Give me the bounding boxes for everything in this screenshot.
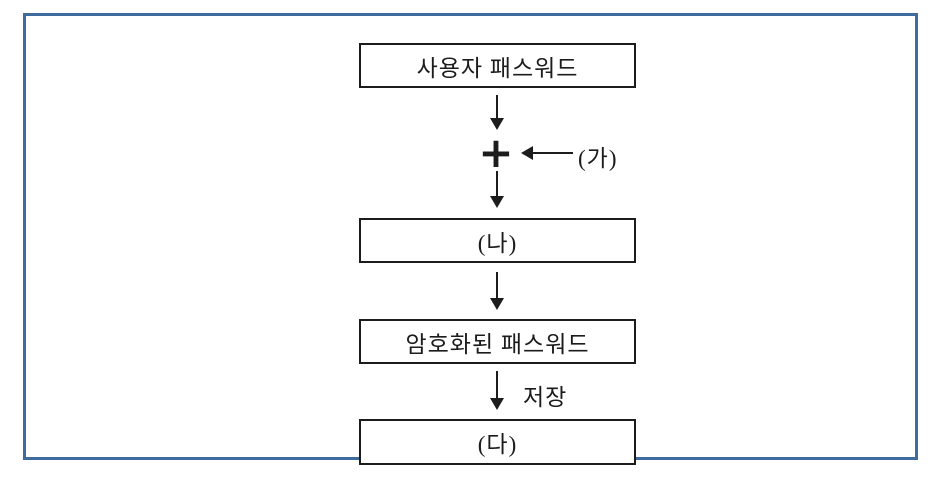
flow-box-na: (나) <box>359 218 636 263</box>
arrow-down-icon <box>489 371 505 410</box>
save-arrow-label: 저장 <box>523 385 568 410</box>
diagram-frame: 사용자 패스워드 + (가) (나) 암호화된 패스워드 저장 (다) <box>23 13 918 465</box>
plus-icon: + <box>478 128 514 177</box>
arrow-down-icon <box>489 171 505 208</box>
flow-box-encrypted-password: 암호화된 패스워드 <box>359 319 636 364</box>
arrow-down-icon <box>489 272 505 310</box>
arrow-down-icon <box>489 95 505 130</box>
side-input-ga-label: (가) <box>578 146 618 171</box>
flow-box-user-password: 사용자 패스워드 <box>359 43 636 88</box>
flow-box-da: (다) <box>359 419 636 465</box>
arrow-left-icon <box>521 146 573 160</box>
